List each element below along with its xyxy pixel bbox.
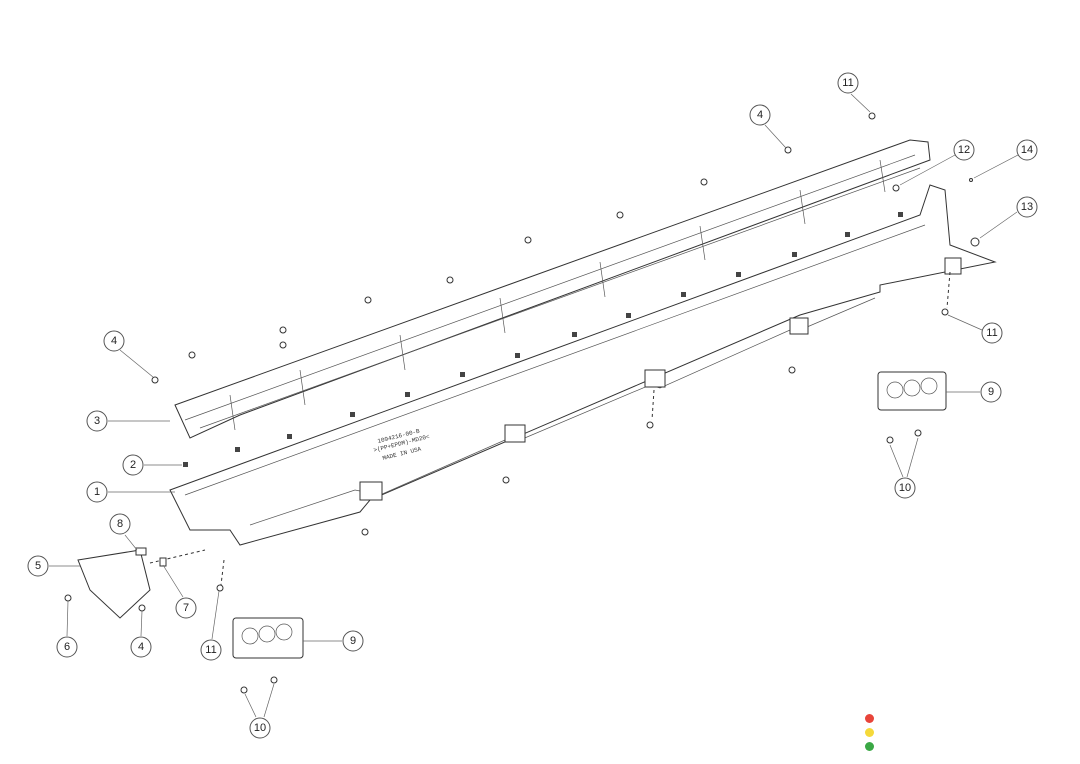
- svg-text:8: 8: [117, 518, 123, 530]
- callout-2: 2: [122, 454, 144, 476]
- status-dot-yellow: [865, 728, 874, 737]
- callout-6: 6: [56, 636, 78, 658]
- svg-text:3: 3: [94, 415, 100, 427]
- svg-text:6: 6: [64, 641, 70, 653]
- callout-11: 11: [837, 72, 859, 94]
- svg-text:4: 4: [138, 641, 144, 653]
- svg-text:7: 7: [183, 602, 189, 614]
- svg-text:12: 12: [958, 144, 970, 156]
- callout-1: 1: [86, 481, 108, 503]
- callout-10: 10: [894, 477, 916, 499]
- svg-text:5: 5: [35, 560, 41, 572]
- callout-4: 4: [103, 330, 125, 352]
- screws: [64, 112, 980, 612]
- callout-13: 13: [1016, 196, 1038, 218]
- callout-4: 4: [130, 636, 152, 658]
- callout-9: 9: [342, 630, 364, 652]
- svg-text:4: 4: [757, 109, 763, 121]
- status-dot-red: [865, 714, 874, 723]
- callout-11: 11: [981, 322, 1003, 344]
- svg-text:10: 10: [899, 482, 911, 494]
- svg-text:11: 11: [205, 644, 216, 656]
- callout-11: 11: [200, 639, 222, 661]
- svg-text:11: 11: [986, 327, 997, 339]
- svg-text:9: 9: [988, 386, 994, 398]
- callout-12: 12: [953, 139, 975, 161]
- svg-text:4: 4: [111, 335, 117, 347]
- callout-4: 4: [749, 104, 771, 126]
- callout-5: 5: [27, 555, 49, 577]
- rail-bracket: [174, 139, 931, 439]
- svg-text:1: 1: [94, 486, 100, 498]
- pad-left: [232, 617, 304, 694]
- svg-text:10: 10: [254, 722, 266, 734]
- svg-text:9: 9: [350, 635, 356, 647]
- pad-right: [877, 371, 947, 444]
- callout-3: 3: [86, 410, 108, 432]
- callout-10: 10: [249, 717, 271, 739]
- svg-text:11: 11: [842, 77, 853, 89]
- callout-7: 7: [175, 597, 197, 619]
- sill-panel: 1094216-00-B >(PP+EPDM)-MD20< MADE IN US…: [169, 184, 997, 546]
- callout-8: 8: [109, 513, 131, 535]
- svg-text:13: 13: [1021, 201, 1033, 213]
- end-cap: [77, 547, 167, 619]
- callout-9: 9: [980, 381, 1002, 403]
- svg-text:14: 14: [1021, 144, 1033, 156]
- status-dot-green: [865, 742, 874, 751]
- svg-text:2: 2: [130, 459, 136, 471]
- callout-14: 14: [1016, 139, 1038, 161]
- clips: [183, 212, 903, 467]
